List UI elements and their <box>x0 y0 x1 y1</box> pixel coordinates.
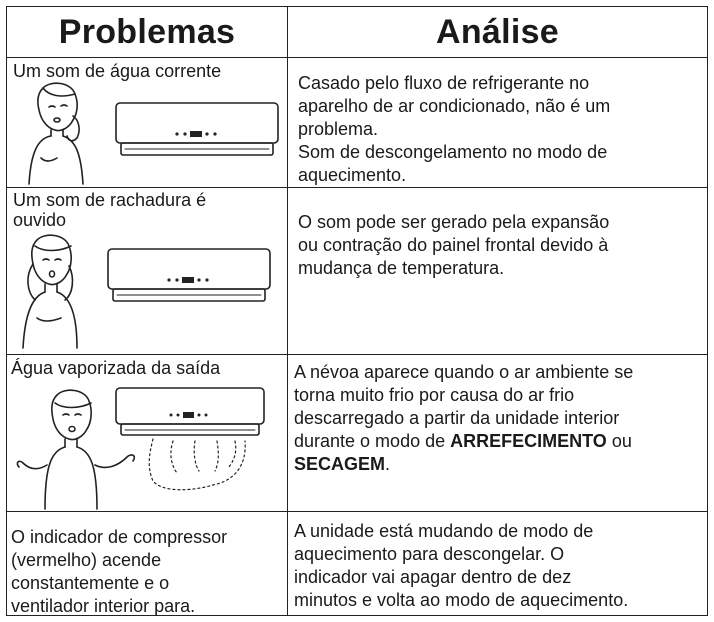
row-divider <box>7 511 707 512</box>
analysis-cell-3: A névoa aparece quando o ar ambiente se … <box>288 355 707 511</box>
problem-cell-2: Um som de rachadura é ouvido <box>7 188 287 354</box>
header-problems: Problemas <box>58 12 236 51</box>
mode-cooling: ARREFECIMENTO <box>450 431 607 451</box>
person-icon <box>22 234 78 349</box>
air-conditioner-icon <box>115 102 279 156</box>
problem-label: Água vaporizada da saída <box>11 358 221 378</box>
row-divider <box>7 187 707 188</box>
problem-cell-3: Água vaporizada da saída <box>7 355 287 511</box>
header-analysis: Análise <box>435 12 560 51</box>
row-divider <box>7 354 707 355</box>
problem-label: Um som de rachadura é ouvido <box>13 190 207 230</box>
row-divider <box>7 57 707 58</box>
analysis-text: Casado pelo fluxo de refrigerante no apa… <box>298 73 611 185</box>
person-icon <box>16 389 136 510</box>
problem-cell-1: Um som de água corrente <box>7 58 287 187</box>
problem-label: O indicador de compressor (vermelho) ace… <box>11 527 228 616</box>
analysis-cell-2: O som pode ser gerado pela expansão ou c… <box>288 188 707 354</box>
analysis-cell-4: A unidade está mudando de modo de aqueci… <box>288 512 707 616</box>
person-icon <box>28 82 84 185</box>
analysis-text: A unidade está mudando de modo de aqueci… <box>294 521 629 610</box>
air-conditioner-icon <box>107 248 271 302</box>
analysis-cell-1: Casado pelo fluxo de refrigerante no apa… <box>288 58 707 187</box>
problem-label: Um som de água corrente <box>13 61 222 81</box>
column-divider <box>287 7 288 615</box>
mist-icon <box>148 438 246 491</box>
troubleshooting-table: Problemas Análise Um som de água corrent… <box>6 6 708 616</box>
problem-cell-4: O indicador de compressor (vermelho) ace… <box>7 512 287 616</box>
air-conditioner-icon <box>115 387 265 436</box>
analysis-text: O som pode ser gerado pela expansão ou c… <box>298 212 610 278</box>
mode-drying: SECAGEM <box>294 454 386 474</box>
analysis-text: A névoa aparece quando o ar ambiente se … <box>294 362 634 474</box>
